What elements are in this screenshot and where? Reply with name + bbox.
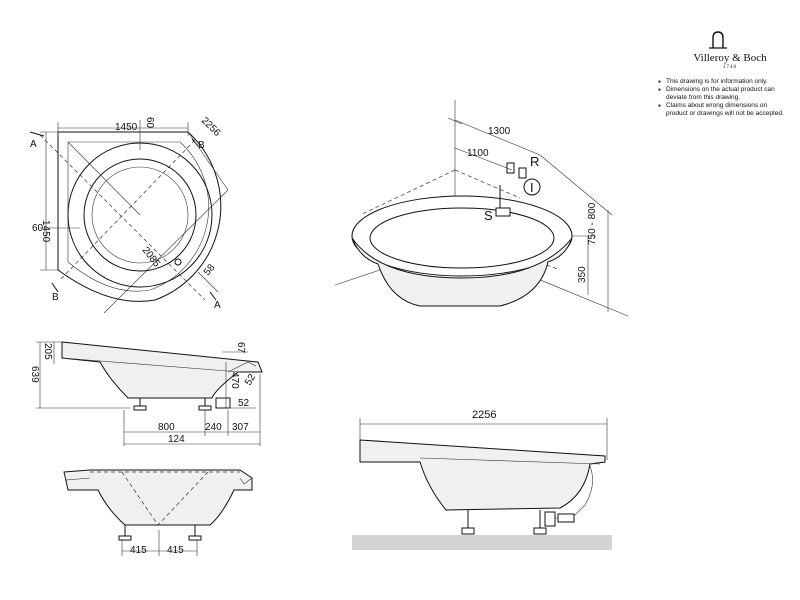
low-height-dim: 350 — [577, 266, 588, 283]
plan-drain — [174, 258, 182, 266]
front-height-dim: 470 — [229, 372, 240, 389]
install-tub-body — [351, 237, 573, 307]
disclaimer-item: Dimensions on the actual product can dev… — [658, 86, 790, 102]
section-line-b — [59, 139, 196, 281]
total-height-dim: 639 — [29, 366, 40, 383]
front-foot-left — [118, 535, 132, 541]
section-b-label-top: B — [198, 140, 205, 151]
half-right-dim: 415 — [167, 545, 184, 556]
brand-year: 1748 — [723, 65, 737, 70]
disclaimer-list: This drawing is for information only. Di… — [658, 78, 790, 118]
long-section-view: 2256 — [352, 409, 612, 550]
front-tub-body — [63, 469, 253, 526]
depth-dim: 1450 — [40, 220, 51, 243]
height-range-dim: 750 - 800 — [587, 202, 598, 245]
section-a-label-bottom: A — [214, 300, 221, 311]
section-foot-left — [461, 527, 475, 535]
side-tub-body — [61, 341, 263, 399]
section-tub-body — [359, 439, 606, 511]
wall-b-dim: 1100 — [467, 148, 489, 159]
offset-left-dim: 60 — [32, 223, 44, 234]
side-foot-left — [133, 405, 147, 411]
corner-offset-dim: 58 — [202, 262, 218, 278]
overall-dim: 124 — [168, 434, 185, 445]
front-view: 415 415 — [63, 469, 253, 556]
section-foot-right — [533, 527, 547, 535]
wall-a-dim: 1300 — [488, 126, 511, 137]
install-label-s: S — [484, 208, 493, 223]
install-circle-i — [523, 178, 541, 196]
foot-to-end-dim: 240 — [205, 422, 222, 433]
install-label-r: R — [530, 154, 539, 169]
install-tub-inner — [369, 207, 555, 269]
brand-block: Villeroy & Boch 1748 This drawing is for… — [650, 30, 790, 117]
disclaimer-item: This drawing is for information only. — [658, 78, 790, 86]
section-a-label: A — [30, 139, 37, 150]
rim-lip-dim: 67 — [235, 342, 246, 354]
faucet-logo-icon — [709, 31, 727, 49]
overflow-dim: 52 — [243, 372, 258, 388]
width-dim: 1450 — [115, 122, 138, 133]
foot-spacing-dim: 800 — [158, 422, 175, 433]
installation-view: I R S 1300 1100 750 - 800 350 — [334, 100, 629, 317]
section-line-a — [39, 134, 206, 301]
section-b-label: B — [52, 292, 59, 303]
plan-rim-line — [67, 141, 209, 292]
front-foot-right — [188, 535, 202, 541]
side-view: 639 205 67 470 52 52 800 240 307 124 — [29, 341, 263, 446]
brand-name: Villeroy & Boch — [693, 52, 767, 64]
plan-basin-inner — [83, 158, 197, 272]
floor — [352, 535, 612, 550]
plan-view: A B B A 1450 60 1450 60 2256 2085 58 — [29, 115, 229, 314]
plan-outer-shell — [57, 131, 222, 302]
plan-basin-bottom — [91, 166, 189, 264]
disclaimer-item: Claims about wrong dimensions on product… — [658, 102, 790, 118]
diagonal-dim: 2256 — [199, 115, 223, 139]
end-offset-dim: 307 — [232, 422, 249, 433]
foot-height-dim: 52 — [238, 398, 250, 409]
rim-height-dim: 205 — [42, 343, 53, 360]
length-dim: 2256 — [472, 409, 496, 421]
half-left-dim: 415 — [130, 545, 147, 556]
offset-top-dim: 60 — [144, 117, 155, 129]
install-label-i: I — [530, 180, 534, 195]
side-foot-right — [198, 405, 212, 411]
